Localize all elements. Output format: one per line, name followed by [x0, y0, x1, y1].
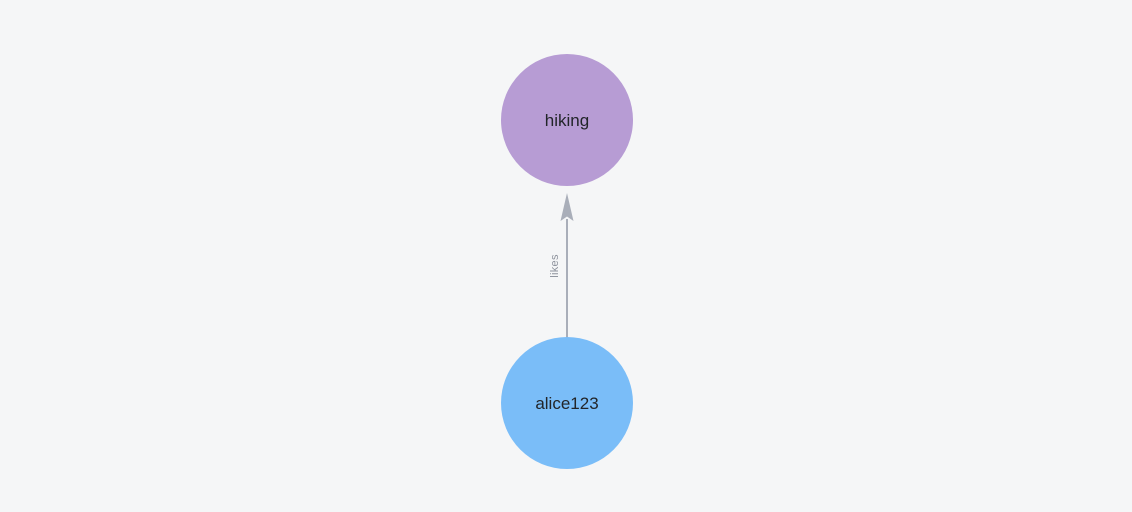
- edge-arrowhead-icon: [560, 193, 574, 221]
- node-alice123-label: alice123: [535, 393, 599, 413]
- node-alice123[interactable]: alice123: [501, 337, 633, 469]
- edge-label-likes: likes: [549, 254, 561, 278]
- node-hiking-label: hiking: [544, 110, 590, 130]
- node-hiking[interactable]: hiking: [501, 54, 633, 186]
